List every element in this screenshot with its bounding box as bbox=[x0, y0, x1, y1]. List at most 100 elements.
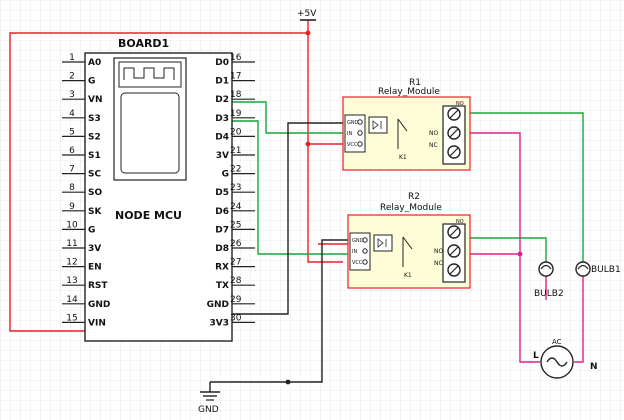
relay-pin-label: GND bbox=[352, 238, 364, 244]
pin-number: 16 bbox=[230, 53, 242, 63]
pin-name: D1 bbox=[215, 77, 229, 87]
ac-label: AC bbox=[552, 338, 562, 346]
pin-number: 15 bbox=[66, 313, 77, 323]
pin-number: 26 bbox=[230, 239, 242, 249]
junction-dot bbox=[517, 251, 523, 257]
relay-input-header: GND IN VCC bbox=[344, 114, 366, 153]
pin-number: 14 bbox=[66, 295, 78, 305]
relay-terminal-block bbox=[442, 223, 466, 283]
pin-name: RST bbox=[88, 281, 108, 291]
pin-number: 11 bbox=[66, 239, 77, 249]
junction-dot bbox=[305, 141, 311, 147]
relay2-gnd-wire bbox=[288, 239, 348, 383]
relay-input-header: GND IN VCC bbox=[349, 232, 371, 271]
ac-line-wire bbox=[470, 132, 540, 363]
pin-number: 9 bbox=[69, 202, 75, 212]
board-title: BOARD1 bbox=[118, 37, 169, 50]
pin-number: 4 bbox=[69, 109, 75, 119]
relay-contact-label: NC bbox=[434, 260, 443, 267]
pin-number: 19 bbox=[230, 109, 242, 119]
relay-name: Relay_Module bbox=[378, 87, 440, 97]
pin-name: G bbox=[88, 77, 95, 87]
bulb1-icon bbox=[575, 261, 591, 277]
pin-number: 5 bbox=[69, 127, 75, 137]
relay2-no-wire bbox=[470, 237, 547, 262]
bulb1: BULB1 bbox=[575, 261, 621, 277]
relay-terminal-block bbox=[442, 105, 466, 165]
bulb2: BULB2 bbox=[534, 261, 564, 299]
pin-name: D6 bbox=[215, 207, 229, 217]
relay-ref: R1 bbox=[409, 78, 421, 88]
pin-number: 28 bbox=[230, 276, 242, 286]
pin-number: 1 bbox=[69, 53, 75, 63]
pin-name: G bbox=[222, 170, 229, 180]
pin-number: 27 bbox=[230, 258, 241, 268]
d2-signal-wire bbox=[232, 101, 343, 134]
pin-name: SC bbox=[88, 170, 101, 180]
pin-number: 13 bbox=[66, 276, 77, 286]
pin-number: 29 bbox=[230, 295, 242, 305]
pin-number: 7 bbox=[69, 165, 75, 175]
junction-dot bbox=[305, 30, 311, 36]
relay-pin-label: GND bbox=[347, 120, 359, 126]
junction-dot bbox=[285, 379, 291, 385]
bulb2-label: BULB2 bbox=[534, 289, 564, 299]
pin-name: EN bbox=[88, 263, 102, 273]
pin-number: 17 bbox=[230, 72, 241, 82]
bulb2-icon bbox=[538, 261, 554, 277]
pin-name: TX bbox=[216, 281, 229, 291]
pin-number: 6 bbox=[69, 146, 75, 156]
relay1-no-wire bbox=[470, 112, 584, 262]
pin-name: G bbox=[88, 225, 95, 235]
ac-line-label: L bbox=[533, 351, 539, 361]
pin-name: RX bbox=[215, 263, 229, 273]
relay-coil-label: K1 bbox=[404, 272, 412, 279]
relay-pin-label: IN bbox=[347, 131, 352, 137]
antenna-trace bbox=[123, 67, 175, 80]
pin-name: S2 bbox=[88, 132, 101, 142]
relay-top-label: NO bbox=[456, 219, 464, 225]
relay-pin-label: IN bbox=[352, 249, 357, 255]
pin-name: 3V3 bbox=[210, 318, 230, 328]
pin-name: A0 bbox=[88, 58, 101, 68]
pin-number: 24 bbox=[230, 202, 242, 212]
antenna-area bbox=[118, 61, 182, 88]
ground-label: GND bbox=[198, 405, 219, 415]
pin-number: 30 bbox=[230, 313, 242, 323]
relay-pin-label: VCC bbox=[352, 260, 363, 266]
pin-number: 20 bbox=[230, 127, 242, 137]
pin-name: D5 bbox=[215, 188, 229, 198]
pin-name: VN bbox=[88, 95, 103, 105]
pin-name: D4 bbox=[215, 132, 229, 142]
relay-contact-label: NO bbox=[434, 248, 443, 255]
ac-neutral-wire bbox=[574, 276, 584, 363]
right-pin-header: 16D017D118D219D320D4213V22G23D524D625D72… bbox=[207, 53, 255, 328]
bulb1-label: BULB1 bbox=[591, 265, 621, 275]
pin-name: SK bbox=[88, 207, 102, 217]
ac-neutral-label: N bbox=[590, 362, 598, 372]
pin-name: S3 bbox=[88, 114, 101, 124]
relay-coil-label: K1 bbox=[399, 154, 407, 161]
wires bbox=[9, 20, 584, 392]
pin-number: 12 bbox=[66, 258, 77, 268]
power-symbol: +5V bbox=[297, 9, 317, 21]
pin-name: GND bbox=[207, 300, 229, 310]
power-rail-wire bbox=[307, 33, 343, 263]
pin-name: D8 bbox=[215, 244, 229, 254]
ground-symbol: GND bbox=[198, 391, 220, 415]
relay-name: Relay_Module bbox=[380, 203, 442, 213]
relay-contact-label: NC bbox=[429, 142, 438, 149]
relay-pin-label: VCC bbox=[347, 142, 358, 148]
pin-name: SO bbox=[88, 188, 102, 198]
pin-name: D2 bbox=[215, 95, 229, 105]
vin-power-wire bbox=[9, 20, 309, 332]
pin-number: 22 bbox=[230, 165, 241, 175]
pin-name: 3V bbox=[88, 244, 101, 254]
pin-number: 25 bbox=[230, 220, 241, 230]
pin-number: 2 bbox=[69, 72, 75, 82]
shield-can bbox=[120, 92, 180, 174]
pin-number: 3 bbox=[69, 90, 75, 100]
pin-name: GND bbox=[88, 300, 110, 310]
